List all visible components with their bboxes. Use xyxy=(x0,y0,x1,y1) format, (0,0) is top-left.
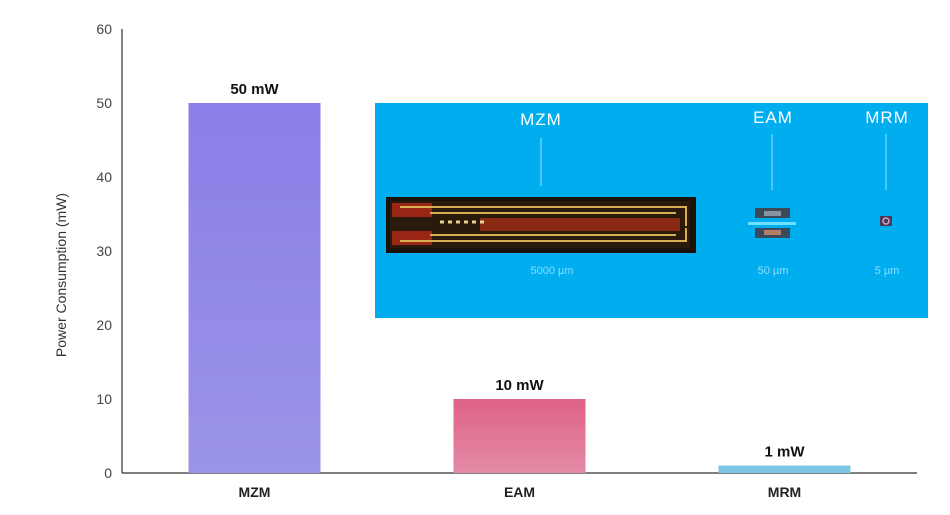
y-tick-label: 60 xyxy=(96,21,112,37)
bar-eam xyxy=(453,399,586,473)
y-tick-label: 40 xyxy=(96,169,112,185)
bar-mrm xyxy=(718,465,851,473)
data-label-mrm: 1 mW xyxy=(764,444,805,461)
inset-size-eam: 50 µm xyxy=(758,265,789,277)
data-label-eam: 10 mW xyxy=(495,377,544,394)
bar-mzm xyxy=(188,103,321,473)
inset-title-eam: EAM xyxy=(753,108,793,127)
y-tick-label: 10 xyxy=(96,391,112,407)
data-labels: 50 mW 10 mW 1 mW xyxy=(230,81,805,461)
mrm-chip-image xyxy=(880,216,892,226)
category-labels: MZM EAM MRM xyxy=(239,484,802,500)
inset-size-mzm: 5000 µm xyxy=(530,265,573,277)
inset-title-mrm: MRM xyxy=(865,108,909,127)
device-comparison-inset: MZM EAM MRM 500 xyxy=(375,103,928,318)
mzm-chip-image xyxy=(386,197,696,253)
y-tick-label: 50 xyxy=(96,95,112,111)
inset-title-mzm: MZM xyxy=(520,110,562,129)
bars xyxy=(188,103,851,473)
category-label-mzm: MZM xyxy=(239,484,271,500)
category-label-mrm: MRM xyxy=(768,484,801,500)
category-label-eam: EAM xyxy=(504,484,535,500)
y-axis-label: Power Consumption (mW) xyxy=(53,193,69,357)
y-tick-label: 0 xyxy=(104,465,112,481)
eam-chip-image xyxy=(748,208,796,238)
data-label-mzm: 50 mW xyxy=(230,81,279,98)
y-tick-label: 20 xyxy=(96,317,112,333)
y-tick-label: 30 xyxy=(96,243,112,259)
inset-size-mrm: 5 µm xyxy=(875,265,900,277)
